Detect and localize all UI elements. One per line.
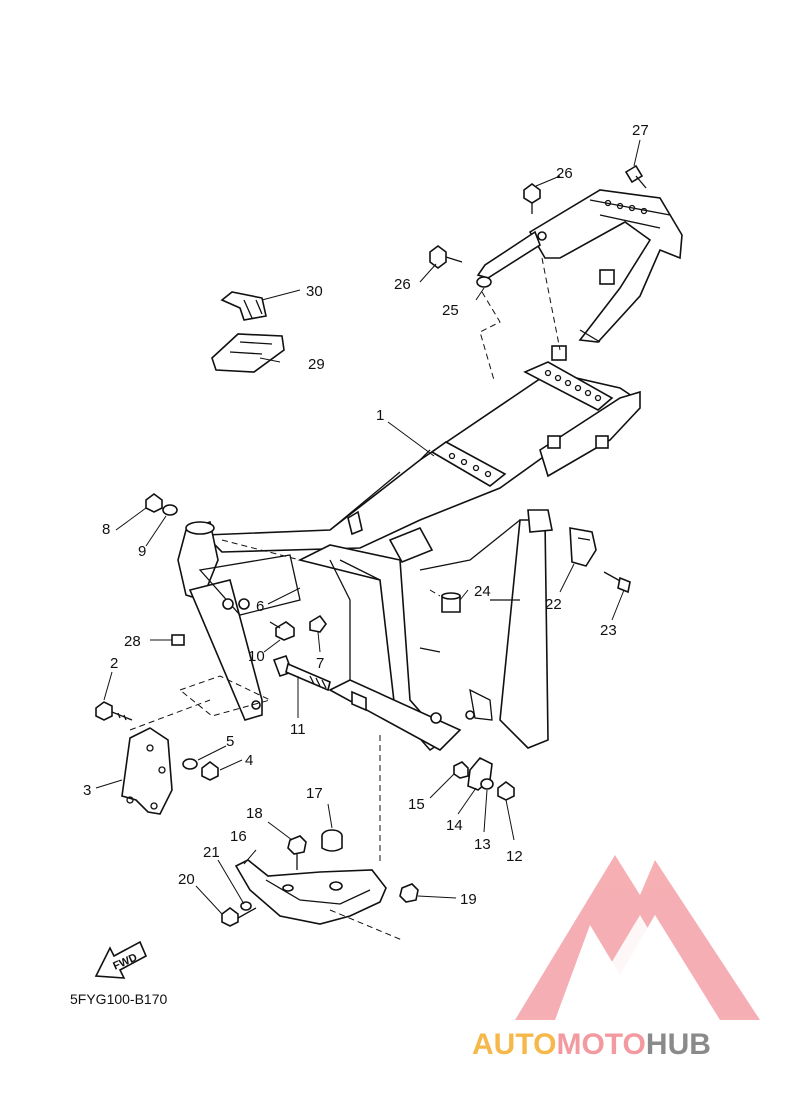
part-label-9: 9 [138,543,146,560]
part-label-11: 11 [290,721,306,738]
part-label-13: 13 [474,836,491,853]
washer-13 [480,778,494,790]
part-label-6: 6 [256,598,264,615]
part-label-17: 17 [306,785,323,802]
bracket-22 [569,527,597,567]
collar-24 [441,592,461,613]
watermark-logo [515,855,760,1020]
bolt-2 [95,701,133,721]
bumper-17 [321,829,343,852]
part-label-21: 21 [203,844,220,861]
bolt-19 [399,883,419,903]
nut-12 [497,781,515,801]
label-28 [171,634,185,646]
bolt-7 [309,614,327,633]
part-label-22: 22 [545,596,562,613]
nut-4 [201,761,219,781]
part-label-25: 25 [442,302,459,319]
part-label-10: 10 [248,648,265,665]
part-label-27: 27 [632,122,649,139]
rear-subframe [476,164,683,343]
part-label-28: 28 [124,633,141,650]
part-label-23: 23 [600,622,617,639]
part-label-26-upper: 26 [556,165,573,182]
part-label-16: 16 [230,828,247,845]
alignment-lines [129,257,561,941]
forward-arrow: FWD [94,940,148,979]
brand-part-auto: AUTO [472,1028,556,1061]
part-label-19: 19 [460,891,477,908]
nut-15 [453,761,469,779]
part-label-8: 8 [102,521,110,538]
brand-part-hub: HUB [646,1028,711,1061]
part-label-7: 7 [316,655,324,672]
washer-9 [162,504,178,516]
part-label-24: 24 [474,583,491,600]
bolt-26-upper [523,183,541,214]
leader-lines [95,139,641,915]
part-label-15: 15 [408,796,425,813]
part-label-12: 12 [506,848,523,865]
bolt-20 [221,907,257,927]
part-label-18: 18 [246,805,263,822]
svg-text:AUTOMOTOHUB: AUTOMOTOHUB [472,1028,711,1061]
part-label-2: 2 [110,655,118,672]
part-label-20: 20 [178,871,195,888]
skid-plate-16 [234,859,387,925]
through-bolt-11 [272,654,367,712]
damper-29 [211,333,285,373]
bolt-26-lower [429,245,463,269]
bolt-10 [269,621,295,641]
part-label-1: 1 [376,407,384,424]
part-label-4: 4 [245,752,253,769]
collar-25 [476,276,492,288]
part-label-26-lower: 26 [394,276,411,293]
clip-30 [220,291,267,321]
brand-part-moto: MOTO [556,1028,645,1061]
washer-21 [240,901,252,911]
part-label-29: 29 [308,356,325,373]
part-label-14: 14 [446,817,463,834]
washer-5 [182,758,198,770]
engine-bracket-3 [121,727,173,815]
part-label-5: 5 [226,733,234,750]
part-labels: 1 2 3 4 5 6 7 8 9 10 11 12 13 14 15 16 1… [83,122,649,908]
bolt-18 [287,835,307,870]
main-frame [177,345,641,752]
bolt-23 [603,571,631,594]
nut-8 [145,493,163,513]
part-label-30: 30 [306,283,323,300]
diagram-code: 5FYG100-B170 [70,991,167,1007]
part-label-3: 3 [83,782,91,799]
watermark-brand: AUTOMOTOHUB [472,1028,711,1061]
